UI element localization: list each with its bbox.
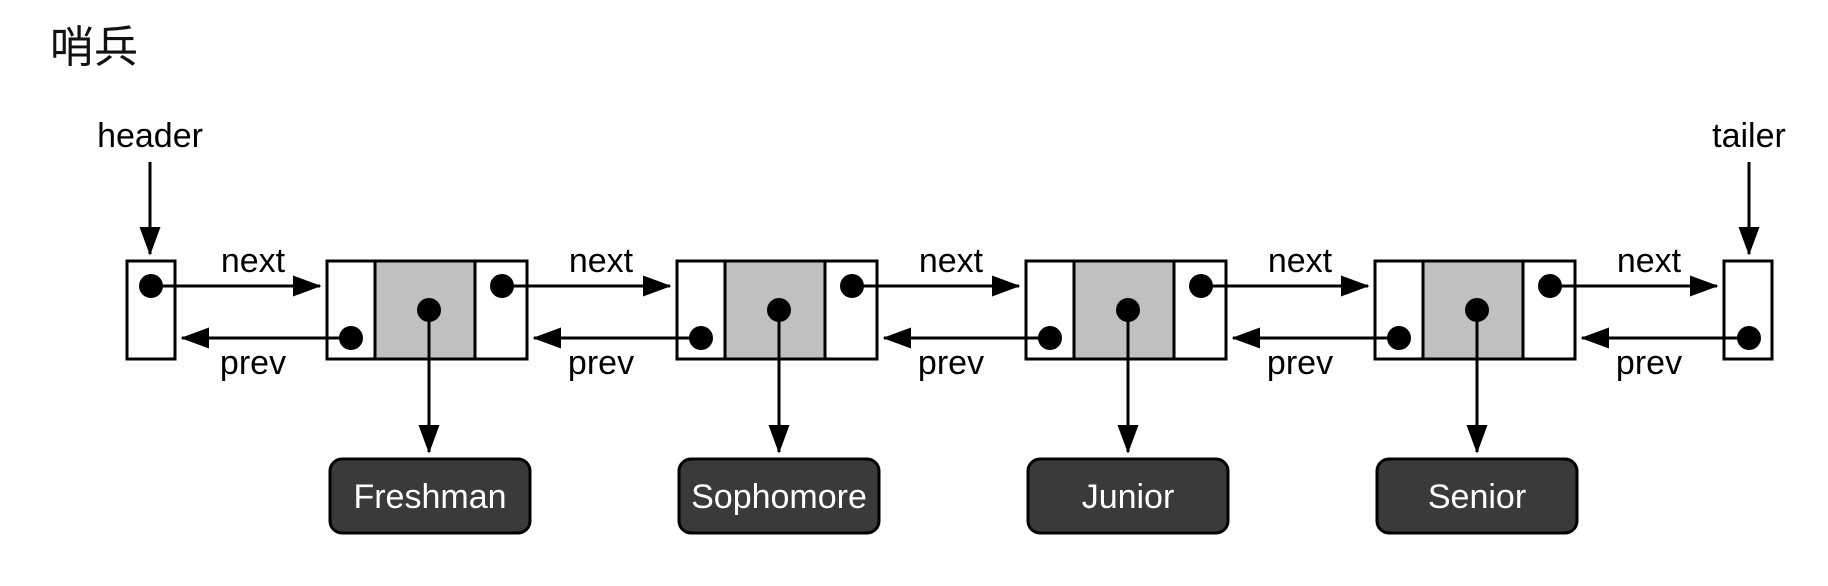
next-label: next: [919, 242, 984, 280]
page-title: 哨兵: [50, 22, 138, 73]
value-label: Sophomore: [691, 478, 867, 516]
prev-label: prev: [220, 344, 286, 382]
prev-label: prev: [568, 344, 634, 382]
next-label: next: [221, 242, 286, 280]
tailer-label: tailer: [1712, 117, 1786, 155]
value-box: [677, 457, 881, 535]
prev-label: prev: [1616, 344, 1682, 382]
value-label: Freshman: [353, 478, 506, 516]
value-label: Senior: [1428, 478, 1526, 516]
next-label: next: [1617, 242, 1682, 280]
list-node: Sophomore: [675, 259, 881, 535]
value-box: [328, 457, 532, 535]
tailer-sentinel-node: [1722, 259, 1774, 361]
next-label: next: [569, 242, 634, 280]
next-label: next: [1268, 242, 1333, 280]
header-label: header: [97, 117, 203, 155]
value-box: [1375, 457, 1579, 535]
prev-label: prev: [1267, 344, 1333, 382]
value-box: [1026, 457, 1230, 535]
header-sentinel-node: [125, 259, 177, 361]
value-label: Junior: [1082, 478, 1175, 516]
prev-label: prev: [918, 344, 984, 382]
list-node: Junior: [1024, 259, 1230, 535]
list-node: Freshman: [325, 259, 532, 535]
list-node: Senior: [1373, 259, 1579, 535]
